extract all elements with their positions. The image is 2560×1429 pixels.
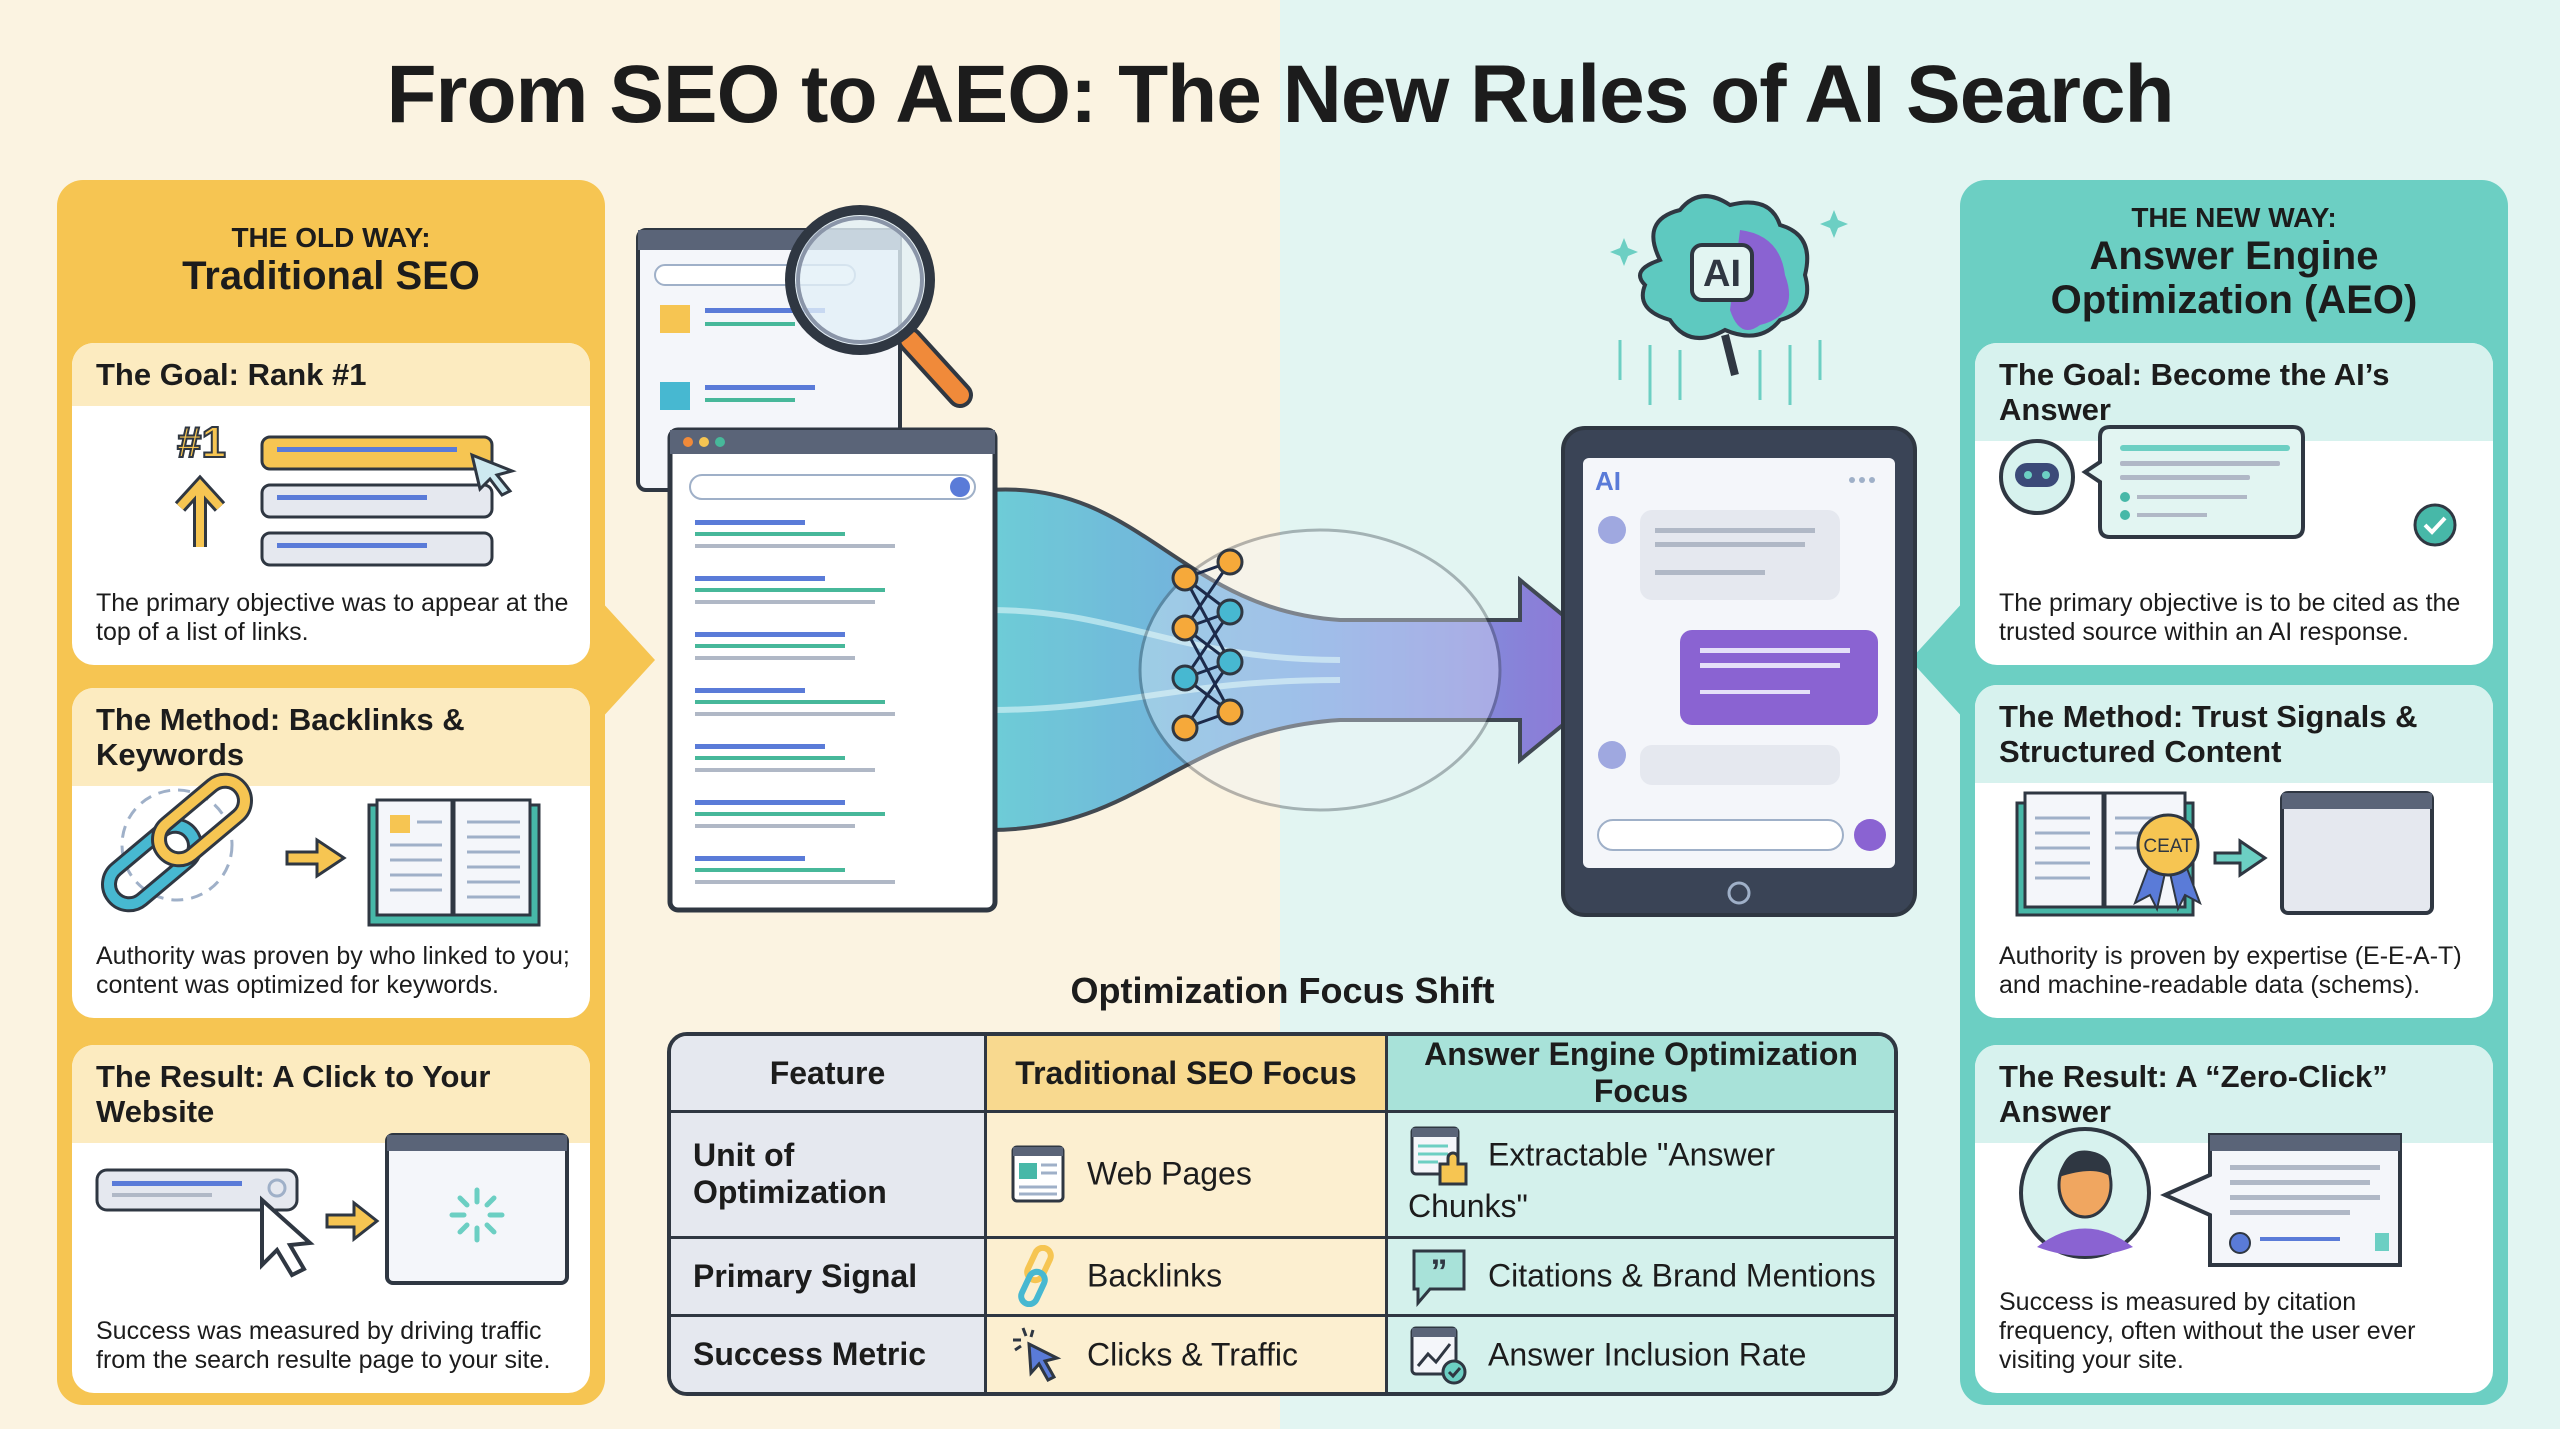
new-way-title: Answer Engine Optimization (AEO) (2050, 234, 2418, 322)
old-method-card: The Method: Backlinks & Keywords Authori… (72, 688, 590, 1018)
table-header-row: Feature Traditional SEO Focus Answer Eng… (671, 1036, 1894, 1113)
card-description: Authority was proven by who linked to yo… (96, 942, 570, 999)
chain-link-icon (1007, 1245, 1087, 1308)
table-row: Unit of Optimization Web Pages Extractab… (671, 1113, 1894, 1239)
search-results-window-front (667, 427, 998, 913)
seo-cell: Web Pages (987, 1113, 1388, 1239)
eeat-badge-text: CEAT (2143, 836, 2193, 857)
result-line (695, 632, 845, 637)
page-title: From SEO to AEO: The New Rules of AI Sea… (386, 49, 2174, 140)
table-row: Success Metric Clicks & Traffic Answer I… (671, 1317, 1894, 1392)
data-flow-streams (988, 487, 1634, 833)
magnifier-icon (785, 205, 973, 408)
seo-value: Clicks & Traffic (1087, 1336, 1298, 1373)
result-line (695, 856, 805, 861)
result-line (695, 644, 845, 648)
result-line (695, 812, 885, 816)
result-line (695, 544, 895, 548)
card-description: Success is measured by citation frequenc… (1999, 1288, 2416, 1374)
new-way-panel: THE NEW WAY: Answer Engine Optimization … (1960, 180, 2508, 1405)
result-line (695, 700, 885, 704)
chart-check-icon (1408, 1326, 1488, 1385)
result-line (695, 576, 825, 581)
seo-value: Backlinks (1087, 1257, 1223, 1294)
aeo-cell: Answer Inclusion Rate (1388, 1317, 1894, 1392)
old-way-panel: THE OLD WAY: Traditional SEO The Goal: R… (57, 180, 605, 1405)
quote-bubble-icon: ” (1408, 1249, 1488, 1308)
result-line (695, 744, 825, 749)
card-description: Success was measured by driving traffic … (96, 1317, 551, 1374)
cursor-click-icon (1007, 1327, 1087, 1382)
result-line (695, 656, 855, 660)
result-line (695, 588, 885, 592)
rank-badge: #1 (177, 418, 226, 467)
click-to-website-icon (95, 1133, 569, 1285)
result-line (695, 868, 845, 872)
seo-cell: Clicks & Traffic (987, 1317, 1388, 1392)
old-panel-pointer (600, 600, 655, 720)
zero-click-answer-icon (2019, 1127, 2402, 1267)
seo-to-aeo-illustration: AI AI (636, 194, 1917, 917)
feature-cell: Success Metric (671, 1317, 987, 1392)
column-header-feature: Feature (671, 1036, 987, 1113)
card-heading: The Result: A Click to Your Website (72, 1045, 590, 1143)
new-panel-pointer (1910, 600, 1965, 720)
new-way-kicker: THE NEW WAY: (2131, 202, 2337, 233)
feature-cell: Primary Signal (671, 1238, 987, 1318)
card-heading: The Method: Backlinks & Keywords (72, 688, 590, 786)
tablet-ai-label: AI (1595, 466, 1621, 496)
result-line (695, 712, 895, 716)
aeo-cell: ” Citations & Brand Mentions (1388, 1238, 1894, 1318)
aeo-value: Citations & Brand Mentions (1488, 1257, 1876, 1294)
card-description: The primary objective is to be cited as … (1999, 589, 2461, 646)
result-line (695, 880, 895, 884)
puzzle-page-icon (1408, 1126, 1488, 1186)
aeo-value: Answer Inclusion Rate (1488, 1336, 1807, 1373)
aeo-value: Extractable "Answer Chunks" (1408, 1136, 1776, 1224)
new-goal-card: The Goal: Become the AI’s Answer The pri… (1975, 343, 2493, 665)
aeo-cell: Extractable "Answer Chunks" (1388, 1113, 1894, 1239)
result-line (695, 688, 805, 693)
eeat-to-structured-page-icon: CEAT (2015, 791, 2434, 917)
ai-brain-icon: AI (1610, 194, 1848, 405)
seo-cell: Backlinks (987, 1238, 1388, 1318)
seo-value: Web Pages (1087, 1155, 1252, 1192)
column-header-aeo: Answer Engine Optimization Focus (1388, 1036, 1894, 1113)
result-line (695, 520, 805, 525)
old-goal-card: The Goal: Rank #1 #1 The primary objecti… (72, 343, 590, 665)
new-way-header: THE NEW WAY: Answer Engine Optimization … (1960, 202, 2508, 322)
new-result-card: The Result: A “Zero-Click” Answer Succes… (1975, 1045, 2493, 1393)
card-heading: The Goal: Rank #1 (72, 343, 590, 406)
old-way-kicker: THE OLD WAY: (231, 222, 431, 253)
result-line (695, 600, 875, 604)
card-description: The primary objective was to appear at t… (96, 589, 569, 646)
result-line (695, 768, 875, 772)
table-row: Primary Signal Backlinks ” Citations & Br… (671, 1238, 1894, 1318)
card-heading: The Result: A “Zero-Click” Answer (1975, 1045, 2493, 1143)
neural-network-icon (1171, 548, 1244, 742)
web-page-icon (1007, 1145, 1087, 1203)
link-to-book-icon (101, 772, 541, 927)
ranked-list-icon: #1 (174, 417, 517, 567)
card-heading: The Goal: Become the AI’s Answer (1975, 343, 2493, 441)
new-method-card: The Method: Trust Signals & Structured C… (1975, 685, 2493, 1018)
result-line (695, 532, 845, 536)
result-line (695, 800, 845, 805)
svg-text:”: ” (1431, 1253, 1448, 1291)
result-line (695, 824, 855, 828)
ai-tablet: AI (1561, 426, 1917, 917)
ai-answer-icon (1999, 425, 2457, 547)
card-heading: The Method: Trust Signals & Structured C… (1975, 685, 2493, 783)
focus-shift-table: Feature Traditional SEO Focus Answer Eng… (667, 1032, 1898, 1396)
brain-ai-label: AI (1703, 253, 1741, 295)
card-description: Authority is proven by expertise (E-E-A-… (1999, 942, 2462, 999)
old-result-card: The Result: A Click to Your Website Succ… (72, 1045, 590, 1393)
result-line (695, 756, 845, 760)
old-way-header: THE OLD WAY: Traditional SEO (57, 222, 605, 298)
table-title: Optimization Focus Shift (1070, 970, 1495, 1011)
feature-cell: Unit of Optimization (671, 1113, 987, 1239)
column-header-seo: Traditional SEO Focus (987, 1036, 1388, 1113)
old-way-title: Traditional SEO (182, 254, 480, 298)
